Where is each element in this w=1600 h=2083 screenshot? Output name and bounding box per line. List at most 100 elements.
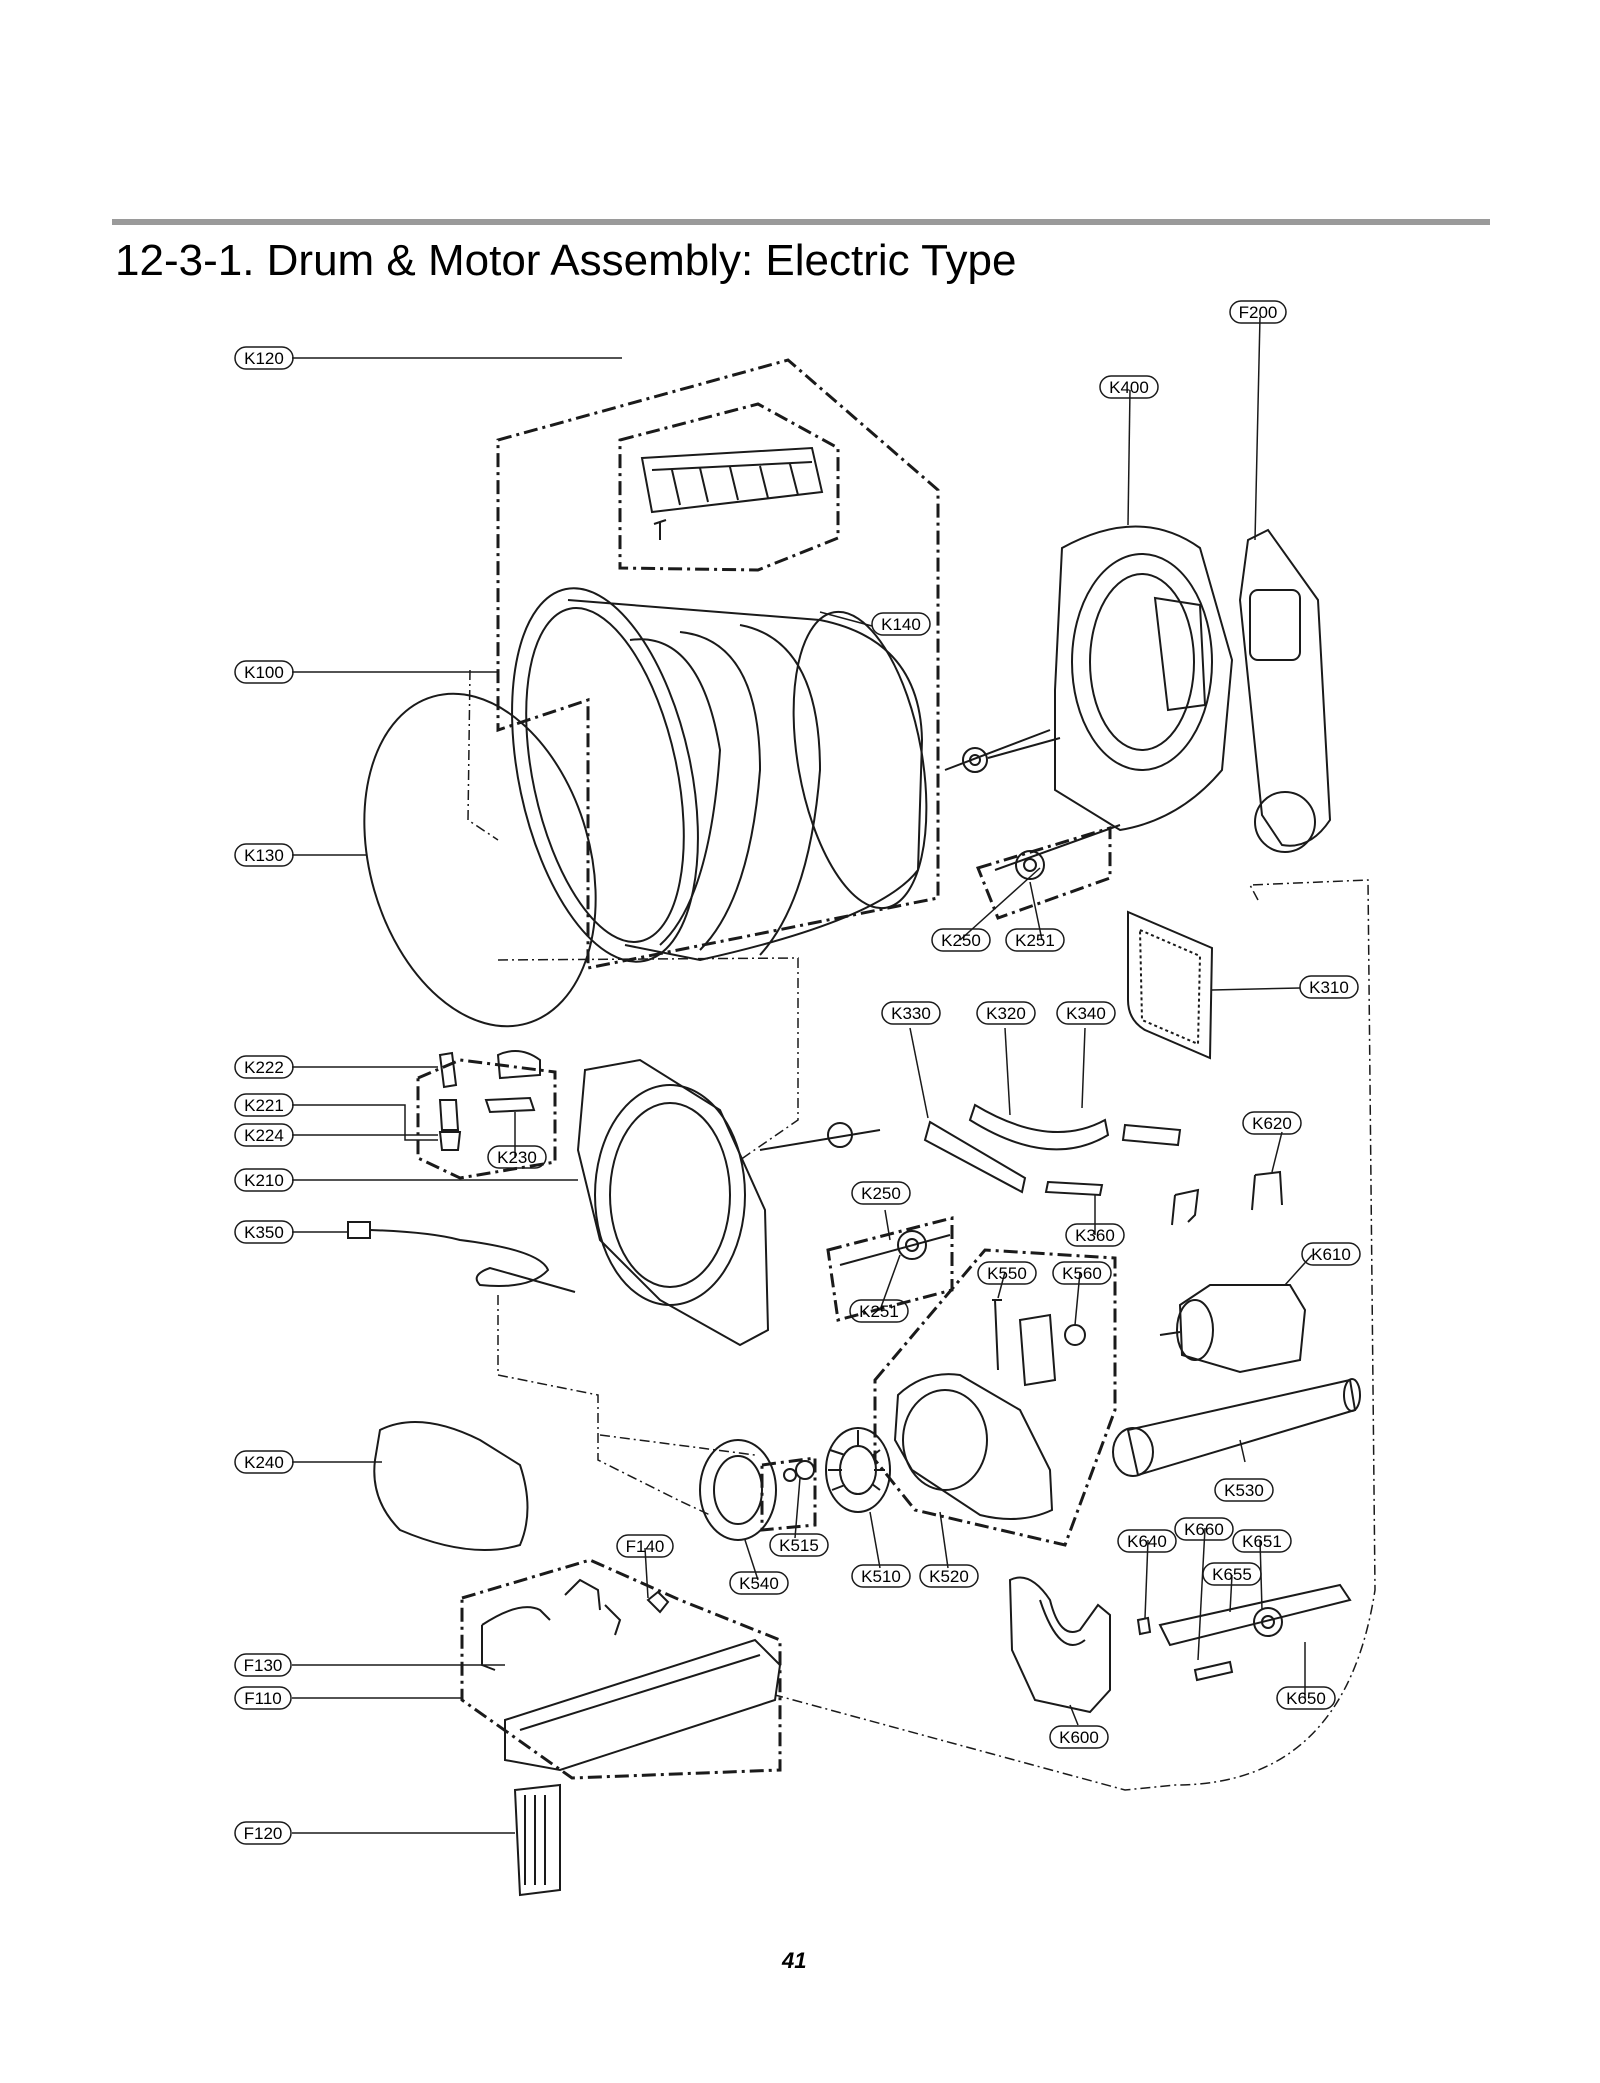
svg-text:K100: K100	[244, 663, 284, 682]
roller-assembly-lower	[759, 1122, 951, 1266]
washer-k515	[783, 1460, 815, 1482]
blower-housing-k520	[893, 1373, 1054, 1520]
heater-element-f120	[513, 1783, 561, 1897]
svg-text:K530: K530	[1224, 1481, 1264, 1500]
svg-text:K651: K651	[1242, 1532, 1282, 1551]
svg-text:K360: K360	[1075, 1226, 1115, 1245]
label-F120: F120	[234, 1821, 292, 1845]
svg-text:F110: F110	[244, 1689, 282, 1708]
label-K250-lower: K250	[851, 1181, 911, 1205]
svg-text:K330: K330	[891, 1004, 931, 1023]
svg-text:K655: K655	[1212, 1565, 1252, 1584]
svg-text:F130: F130	[244, 1656, 283, 1675]
label-F200: F200	[1229, 300, 1287, 324]
svg-text:K224: K224	[244, 1126, 284, 1145]
svg-text:K400: K400	[1109, 378, 1149, 397]
label-K530: K530	[1214, 1478, 1274, 1502]
blower-wheel-k510	[825, 1427, 891, 1513]
lamp-parts	[438, 1050, 541, 1151]
label-F140: F140	[616, 1534, 674, 1558]
label-K360: K360	[1065, 1223, 1125, 1247]
harness-k350	[347, 1221, 576, 1293]
label-K340: K340	[1056, 1001, 1116, 1025]
heater-assembly	[481, 1578, 782, 1772]
label-K515: K515	[769, 1533, 829, 1557]
idler-brackets-k620	[1171, 1170, 1283, 1226]
seal-k540	[699, 1439, 777, 1541]
assembly-group-outlines	[416, 358, 1117, 1780]
svg-text:K640: K640	[1127, 1532, 1167, 1551]
label-K400: K400	[1099, 375, 1159, 399]
sensor-parts	[992, 1299, 1086, 1387]
svg-text:F120: F120	[244, 1824, 283, 1843]
label-K510: K510	[851, 1564, 911, 1588]
label-K251-upper: K251	[1005, 928, 1065, 952]
svg-text:K222: K222	[244, 1058, 284, 1077]
svg-text:F140: F140	[626, 1537, 665, 1556]
drum-k100	[511, 587, 928, 963]
label-K350: K350	[234, 1220, 294, 1244]
label-K230: K230	[487, 1145, 547, 1169]
svg-text:K250: K250	[861, 1184, 901, 1203]
label-K651: K651	[1232, 1529, 1292, 1553]
routing-lines	[467, 669, 1376, 1791]
header-rule	[112, 219, 1490, 225]
svg-text:K540: K540	[739, 1574, 779, 1593]
svg-text:K240: K240	[244, 1453, 284, 1472]
leader-lines	[292, 316, 1313, 1834]
page-title: 12-3-1. Drum & Motor Assembly: Electric …	[115, 236, 1017, 285]
svg-text:K210: K210	[244, 1171, 284, 1190]
label-K250-upper: K250	[931, 928, 991, 952]
svg-text:K515: K515	[779, 1536, 819, 1555]
svg-text:F200: F200	[1239, 303, 1278, 322]
label-K210: K210	[234, 1168, 294, 1192]
svg-text:K230: K230	[497, 1148, 537, 1167]
motor-mount-k600	[1008, 1576, 1111, 1714]
svg-text:K650: K650	[1286, 1689, 1326, 1708]
label-K310: K310	[1299, 975, 1359, 999]
label-K520: K520	[919, 1564, 979, 1588]
label-K320: K320	[976, 1001, 1036, 1025]
svg-text:K251: K251	[1015, 931, 1055, 950]
label-K640: K640	[1117, 1529, 1177, 1553]
lint-filter-k310	[1127, 910, 1214, 1060]
svg-text:K520: K520	[929, 1567, 969, 1586]
label-K140: K140	[871, 612, 931, 636]
svg-text:K140: K140	[881, 615, 921, 634]
label-K100: K100	[234, 660, 294, 684]
label-K224: K224	[234, 1123, 294, 1147]
svg-text:K610: K610	[1311, 1245, 1351, 1264]
svg-text:K560: K560	[1062, 1264, 1102, 1283]
label-K240: K240	[234, 1450, 294, 1474]
duct-tube-k530	[1112, 1378, 1361, 1477]
svg-text:K600: K600	[1059, 1728, 1099, 1747]
front-bulkhead-k210	[576, 1058, 770, 1347]
svg-text:K510: K510	[861, 1567, 901, 1586]
svg-text:K310: K310	[1309, 978, 1349, 997]
page-number: 41	[782, 1948, 807, 1973]
label-K120: K120	[234, 346, 294, 370]
duct-f200	[1238, 528, 1332, 853]
label-K222: K222	[234, 1055, 294, 1079]
label-K560: K560	[1052, 1261, 1112, 1285]
svg-text:K120: K120	[244, 349, 284, 368]
label-F110: F110	[234, 1686, 292, 1710]
svg-text:K320: K320	[986, 1004, 1026, 1023]
label-K540: K540	[729, 1571, 789, 1595]
label-K251-lower: K251	[849, 1299, 909, 1323]
svg-text:K620: K620	[1252, 1114, 1292, 1133]
cover-k240	[373, 1421, 529, 1551]
label-F130: F130	[234, 1653, 292, 1677]
svg-text:K251: K251	[859, 1302, 899, 1321]
label-K610: K610	[1301, 1242, 1361, 1266]
svg-text:K350: K350	[244, 1223, 284, 1242]
motor-k610	[1159, 1284, 1307, 1374]
svg-text:K250: K250	[941, 931, 981, 950]
label-K130: K130	[234, 843, 294, 867]
lint-housing-k120	[640, 446, 824, 540]
part-labels: F200 K400 K120 K140 K100 K130 K250 K251 …	[234, 300, 1361, 1845]
label-K600: K600	[1049, 1725, 1109, 1749]
svg-text:K340: K340	[1066, 1004, 1106, 1023]
label-K650: K650	[1276, 1686, 1336, 1710]
